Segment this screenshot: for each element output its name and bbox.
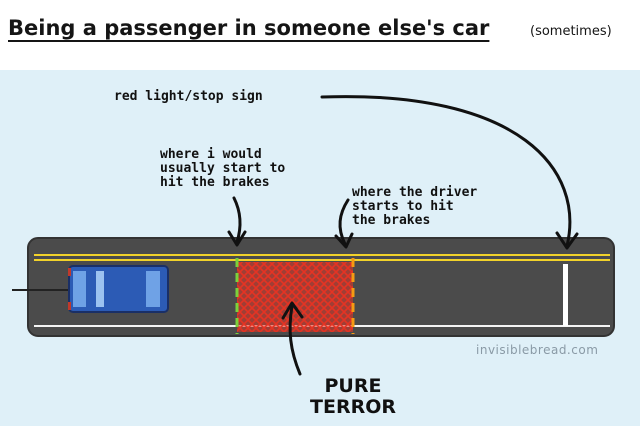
stop-sign-label: red light/stop sign [114, 89, 263, 104]
car-side-window [96, 271, 104, 307]
driver-brake-point-label: where the driver starts to hit the brake… [352, 185, 478, 228]
site-credit: invisiblebread.com [476, 343, 599, 357]
car [12, 265, 169, 313]
car-rear-window [73, 271, 86, 307]
comic-title: Being a passenger in someone else's car [8, 16, 490, 40]
terror-zone [237, 262, 353, 332]
my-brake-arrowhead [227, 230, 247, 247]
title-band [0, 0, 640, 70]
pure-terror-label: PURE TERROR [310, 375, 396, 418]
terror-arrow [288, 304, 302, 376]
car-rear-light [68, 302, 71, 310]
car-rear-light [68, 268, 71, 276]
stop-line [563, 264, 568, 326]
my-brake-point-label: where i would usually start to hit the b… [160, 147, 286, 190]
comic-subtitle: (sometimes) [530, 24, 612, 39]
terror-arrowhead [281, 301, 304, 320]
stop-sign-arrow [320, 95, 572, 248]
driver-brake-arrowhead [334, 232, 354, 249]
stop-sign-arrowhead [555, 231, 579, 250]
car-body [68, 265, 169, 313]
my-brake-arrow [232, 196, 242, 244]
car-windshield [146, 271, 160, 307]
driver-brake-arrow [338, 198, 350, 246]
